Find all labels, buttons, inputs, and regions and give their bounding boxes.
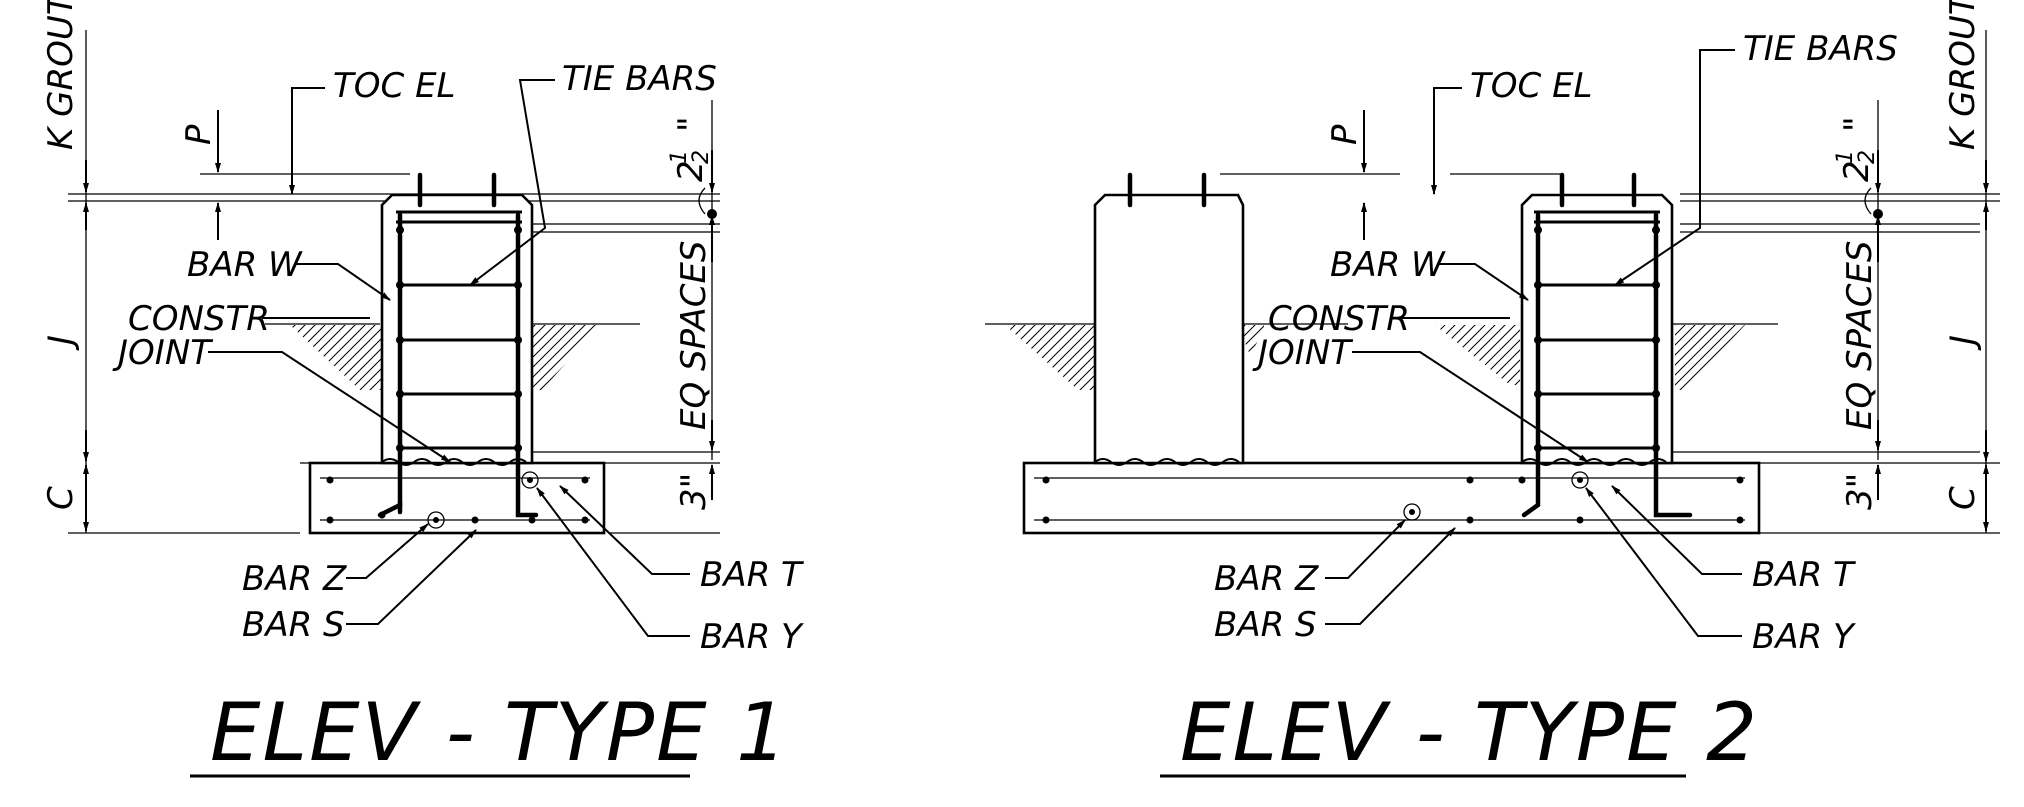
- elevation-type-2: K GROUT J C P TOC EL TIE BARS 2 1 2 " EQ…: [985, 0, 2000, 779]
- label-clearance-unit: ": [1837, 116, 1877, 132]
- tie-top: [396, 210, 522, 224]
- label-c: C: [1943, 486, 1983, 510]
- datum-lines: [1220, 173, 2000, 534]
- label-joint: JOINT: [112, 333, 213, 373]
- title-elevation-type-1: ELEV - TYPE 1: [210, 686, 789, 779]
- clearance-dimension: [698, 100, 717, 500]
- footing: [308, 461, 606, 535]
- pier-right: [1520, 193, 1674, 465]
- label-bar-z: BAR Z: [242, 559, 347, 599]
- label-tie-bars: TIE BARS: [1743, 29, 1898, 69]
- label-bar-y: BAR Y: [700, 617, 804, 657]
- label-c: C: [41, 486, 81, 510]
- soil-hatch: [265, 323, 640, 390]
- pier: [380, 193, 534, 465]
- label-eq-spaces: EQ SPACES: [674, 240, 714, 430]
- construction-joint-line: [381, 458, 527, 466]
- clearance-dimension: [1864, 100, 1883, 500]
- label-bar-s: BAR S: [1214, 605, 1317, 645]
- label-bar-t: BAR T: [700, 555, 804, 595]
- label-clearance-den: 2: [689, 150, 714, 164]
- label-clearance-whole: 2: [671, 160, 711, 182]
- label-tie-bars: TIE BARS: [562, 59, 717, 99]
- label-bar-t: BAR T: [1752, 555, 1856, 595]
- label-clearance-den: 2: [1855, 150, 1880, 164]
- vertical-bar-w: [1521, 212, 1541, 518]
- label-three-in: 3": [1840, 473, 1880, 510]
- label-p: P: [1325, 124, 1365, 145]
- label-bar-y: BAR Y: [1752, 617, 1856, 657]
- label-joint: JOINT: [1252, 333, 1353, 373]
- tie-bar-dots: [396, 226, 522, 452]
- label-j: J: [41, 335, 81, 351]
- label-bar-w: BAR W: [1330, 245, 1446, 285]
- label-p: P: [179, 124, 219, 145]
- label-bar-s: BAR S: [242, 605, 345, 645]
- label-toc-el: TOC EL: [333, 66, 456, 106]
- vertical-bar-w: [1653, 212, 1693, 518]
- footing-bars: [320, 471, 590, 529]
- label-clearance-num: 1: [1833, 150, 1858, 164]
- label-clearance-whole: 2: [1837, 160, 1877, 182]
- tie-bar-dots: [1534, 226, 1660, 452]
- vertical-bar-w: [515, 212, 539, 518]
- construction-joint-line: [1094, 458, 1240, 466]
- label-clearance-num: 1: [667, 150, 692, 164]
- label-bar-z: BAR Z: [1214, 559, 1319, 599]
- label-three-in: 3": [674, 473, 714, 510]
- label-eq-spaces: EQ SPACES: [1840, 240, 1880, 430]
- label-constr: CONSTR: [1268, 299, 1410, 339]
- pier-left: [1093, 193, 1245, 465]
- title-elevation-type-2: ELEV - TYPE 2: [1180, 686, 1759, 779]
- soil-hatch: [985, 323, 1778, 390]
- tie-top: [1534, 210, 1660, 224]
- footing-bars: [1034, 471, 1745, 524]
- construction-joint-line: [1521, 458, 1667, 466]
- label-constr: CONSTR: [128, 299, 270, 339]
- label-j: J: [1943, 335, 1983, 351]
- label-toc-el: TOC EL: [1470, 66, 1593, 106]
- label-clearance-unit: ": [671, 116, 711, 132]
- tie-bars: [1536, 283, 1658, 450]
- label-bar-w: BAR W: [187, 245, 303, 285]
- tie-bars: [398, 283, 520, 450]
- footing: [1022, 461, 1761, 535]
- label-k-grout: K GROUT: [41, 0, 81, 150]
- label-k-grout: K GROUT: [1943, 0, 1983, 150]
- elevation-type-1: K GROUT J C P TOC EL TIE BARS 2 1 2 " EQ…: [41, 0, 804, 779]
